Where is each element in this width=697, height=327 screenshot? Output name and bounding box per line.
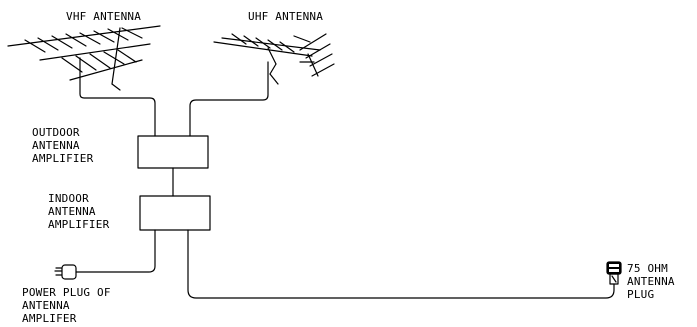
indoor-amplifier-label: INDOOR ANTENNA AMPLIFIER: [48, 192, 110, 231]
antenna-plug-label: 75 OHM ANTENNA PLUG: [627, 262, 675, 301]
vhf-antenna-label: VHF ANTENNA: [66, 10, 142, 23]
power-plug-label: POWER PLUG OF ANTENNA AMPLIFER: [22, 286, 111, 325]
outdoor-amplifier-label: OUTDOOR ANTENNA AMPLIFIER: [32, 126, 94, 165]
antenna-plug-icon: [606, 261, 622, 285]
vhf-antenna-icon: [7, 25, 161, 91]
uhf-antenna-icon: [213, 33, 335, 85]
outdoor-amplifier-box: [137, 135, 209, 169]
power-plug-icon: [54, 264, 77, 280]
uhf-antenna-label: UHF ANTENNA: [248, 10, 324, 23]
indoor-amplifier-box: [139, 195, 211, 231]
cable-lines: [75, 57, 615, 299]
